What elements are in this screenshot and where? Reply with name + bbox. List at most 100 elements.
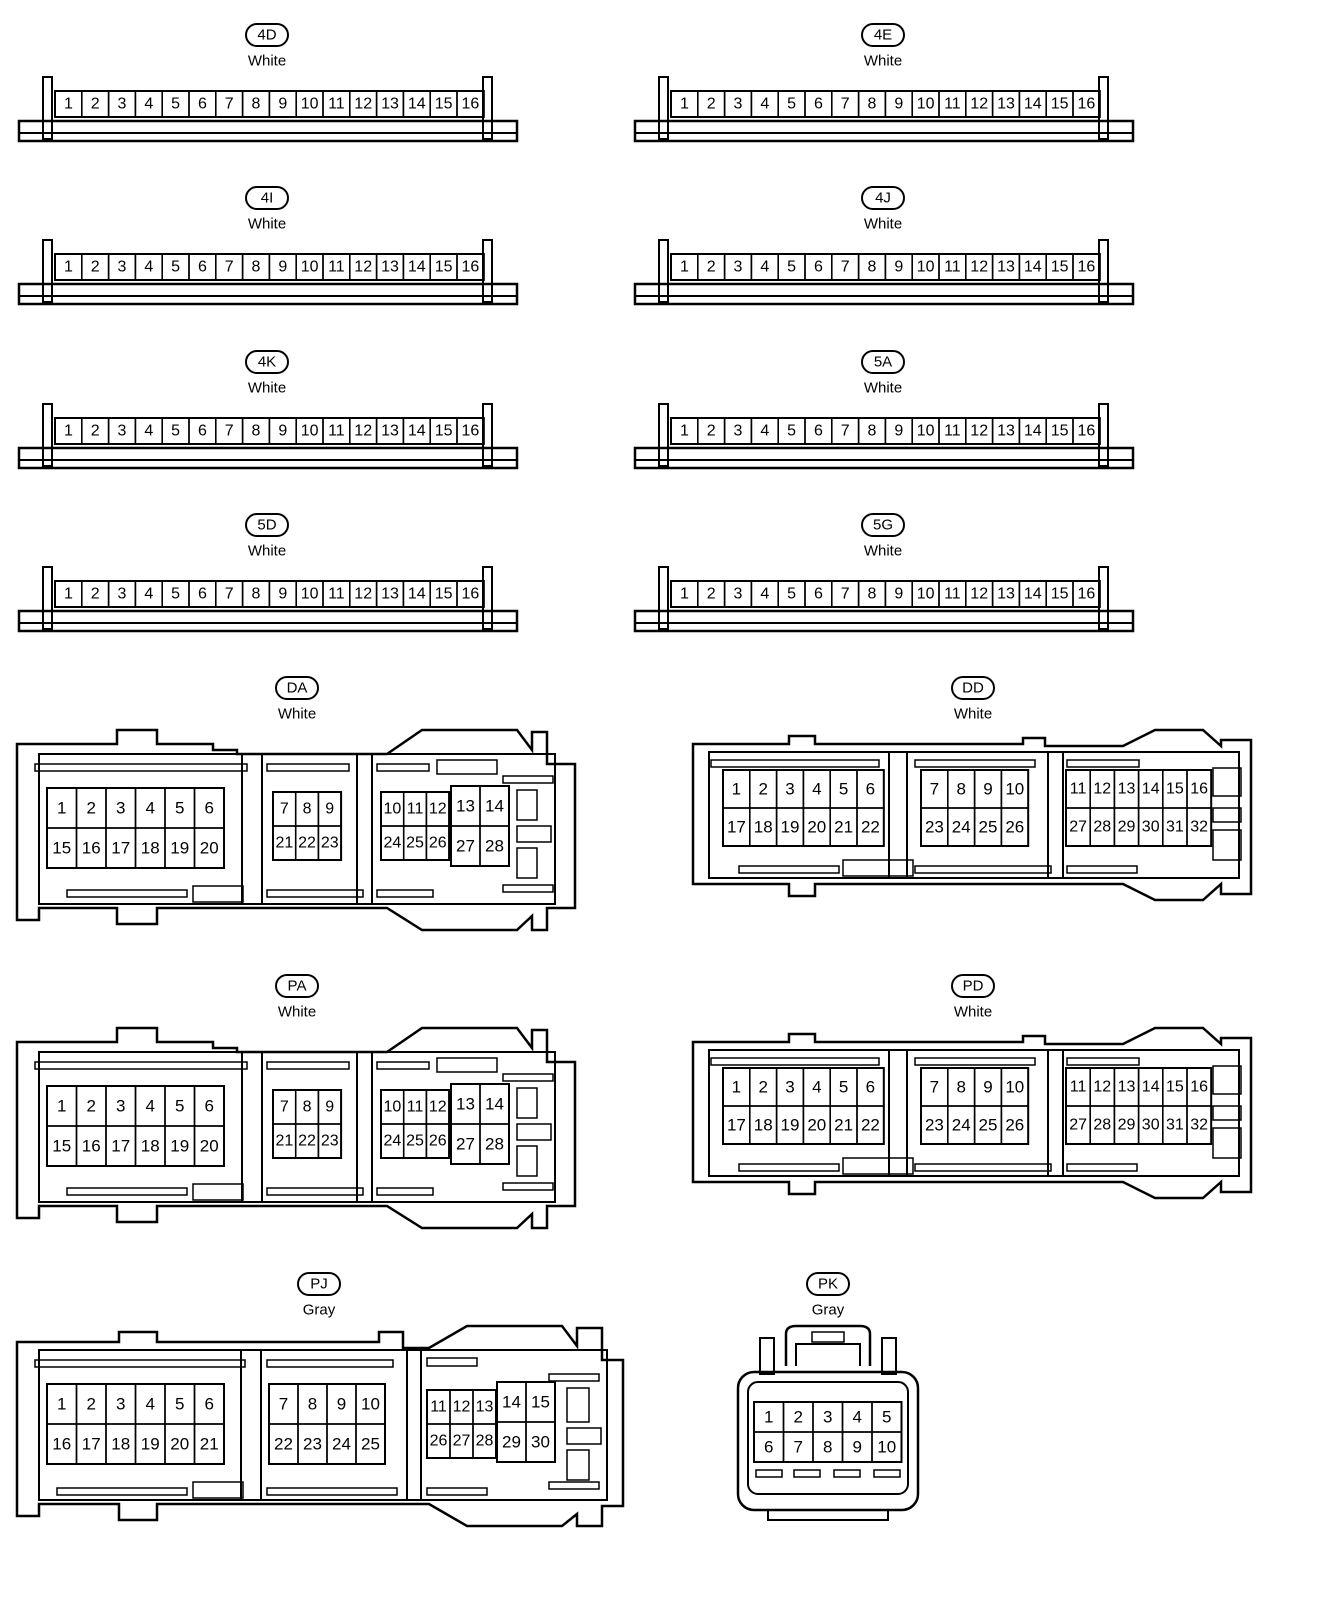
pin-number: 3 bbox=[118, 586, 127, 603]
pin-cell bbox=[317, 1123, 342, 1159]
pin-number: 1 bbox=[764, 1408, 773, 1427]
pin-number: 15 bbox=[1051, 586, 1069, 603]
pin-number: 10 bbox=[361, 1395, 380, 1414]
latch-bar bbox=[710, 759, 880, 768]
pin-number: 17 bbox=[727, 1116, 746, 1135]
pin-number: 6 bbox=[764, 1438, 773, 1457]
pin-number: 26 bbox=[430, 1433, 448, 1450]
pin-number: 22 bbox=[298, 1133, 316, 1150]
pin-number: 12 bbox=[429, 801, 447, 818]
pin-cell bbox=[456, 580, 485, 608]
pin-number: 6 bbox=[205, 799, 214, 818]
pin-number: 22 bbox=[861, 1116, 880, 1135]
connector-color: White bbox=[278, 706, 316, 723]
pin-number: 1 bbox=[732, 1078, 741, 1097]
latch-bar bbox=[502, 775, 554, 784]
connector-id-badge bbox=[861, 23, 905, 47]
pin-number: 11 bbox=[944, 259, 961, 276]
pin-number: 24 bbox=[332, 1435, 351, 1454]
pin-number: 7 bbox=[225, 423, 234, 440]
pin-number: 5 bbox=[839, 1078, 848, 1097]
latch-bar bbox=[914, 1163, 1052, 1172]
pin-number: 5 bbox=[171, 586, 180, 603]
pin-number: 17 bbox=[111, 839, 130, 858]
pin-number: 5 bbox=[787, 586, 796, 603]
latch-bar bbox=[34, 1359, 246, 1368]
pin-number: 11 bbox=[1070, 1079, 1087, 1096]
connector-id: DD bbox=[962, 680, 984, 697]
pin-number: 2 bbox=[707, 259, 716, 276]
end-post bbox=[42, 403, 53, 467]
pin-cell bbox=[456, 417, 485, 445]
pin-number: 2 bbox=[707, 423, 716, 440]
pin-number: 13 bbox=[381, 259, 399, 276]
pin-number: 1 bbox=[64, 423, 73, 440]
pin-number: 13 bbox=[1118, 781, 1136, 798]
pin-number: 31 bbox=[1166, 1117, 1184, 1134]
pin-number: 16 bbox=[1190, 781, 1208, 798]
pin-number: 10 bbox=[917, 586, 935, 603]
connector-id: PD bbox=[963, 978, 984, 995]
connector-id: 4I bbox=[261, 190, 274, 207]
pin-number: 12 bbox=[354, 259, 372, 276]
pin-number: 7 bbox=[930, 1078, 939, 1097]
pin-number: 30 bbox=[531, 1433, 550, 1452]
pin-number: 9 bbox=[894, 259, 903, 276]
latch-bar bbox=[710, 1057, 880, 1066]
pin-cell bbox=[1186, 807, 1212, 847]
pin-number: 7 bbox=[794, 1438, 803, 1457]
pin-number: 16 bbox=[462, 259, 480, 276]
pin-number: 21 bbox=[275, 835, 293, 852]
latch-bar bbox=[376, 1187, 434, 1196]
pin-number: 20 bbox=[200, 839, 219, 858]
pin-number: 12 bbox=[1093, 1079, 1111, 1096]
pin-number: 10 bbox=[301, 586, 319, 603]
pin-number: 22 bbox=[298, 835, 316, 852]
latch-bar bbox=[502, 1073, 554, 1082]
housing-outline bbox=[633, 119, 1135, 143]
pin-cell bbox=[1072, 417, 1101, 445]
latch-bar bbox=[842, 859, 914, 877]
pin-number: 12 bbox=[453, 1399, 471, 1416]
pin-number: 29 bbox=[502, 1433, 521, 1452]
pin-number: 21 bbox=[834, 818, 853, 837]
pin-number: 11 bbox=[328, 586, 345, 603]
pin-number: 13 bbox=[456, 1095, 475, 1114]
pin-number: 5 bbox=[787, 259, 796, 276]
pin-number: 5 bbox=[175, 1097, 184, 1116]
connector-id-badge bbox=[951, 974, 995, 998]
pin-number: 20 bbox=[200, 1137, 219, 1156]
pin-number: 7 bbox=[280, 1099, 289, 1116]
pin-number: 15 bbox=[1051, 423, 1069, 440]
pin-number: 29 bbox=[1118, 1117, 1136, 1134]
pin-cell bbox=[425, 1123, 450, 1159]
pin-number: 12 bbox=[1093, 781, 1111, 798]
pin-number: 17 bbox=[727, 818, 746, 837]
pin-number: 22 bbox=[274, 1435, 293, 1454]
latch-bar bbox=[376, 1061, 430, 1070]
pin-number: 24 bbox=[383, 1133, 401, 1150]
connector-color: White bbox=[278, 1004, 316, 1021]
connector-id: 5A bbox=[874, 354, 892, 371]
pin-number: 11 bbox=[430, 1399, 447, 1416]
pin-number: 26 bbox=[1005, 1116, 1024, 1135]
pin-number: 9 bbox=[278, 259, 287, 276]
pin-number: 12 bbox=[970, 96, 988, 113]
pin-number: 13 bbox=[476, 1399, 494, 1416]
pin-number: 8 bbox=[956, 780, 965, 799]
pin-number: 30 bbox=[1142, 1117, 1160, 1134]
pin-number: 23 bbox=[321, 1133, 339, 1150]
pin-number: 9 bbox=[894, 586, 903, 603]
pin-number: 5 bbox=[882, 1408, 891, 1427]
